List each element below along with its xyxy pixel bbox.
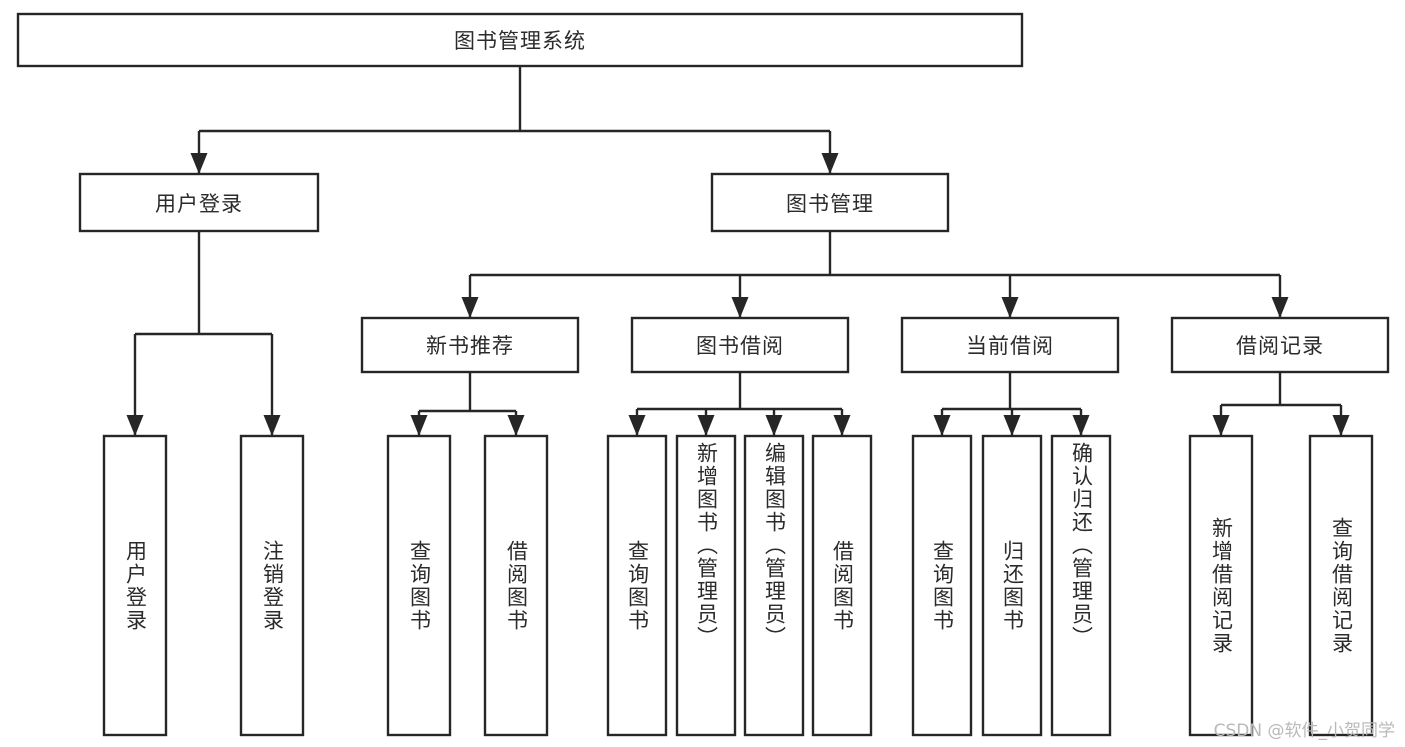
arrow-icon-new-book-recommend (461, 297, 479, 318)
node-box-leaf-edit-book-admin (743, 434, 805, 737)
connectors-layer (126, 66, 1350, 436)
arrow-icon-leaf-edit-book-admin (765, 415, 783, 436)
arrow-icon-borrow-record (1271, 297, 1289, 318)
arrow-icon-leaf-query-book-1 (410, 415, 428, 436)
arrow-icon-leaf-add-borrow-record (1212, 415, 1230, 436)
node-box-leaf-query-book-1 (386, 434, 452, 737)
arrow-icon-leaf-confirm-return-admin (1072, 415, 1090, 436)
arrow-icon-leaf-borrow-book-2 (833, 415, 851, 436)
node-box-new-book-recommend (360, 316, 580, 374)
node-box-leaf-query-book-3 (911, 434, 973, 737)
node-box-leaf-borrow-book-2 (811, 434, 873, 737)
arrow-icon-book-borrow (731, 297, 749, 318)
node-box-leaf-confirm-return-admin (1050, 434, 1112, 737)
arrow-icon-leaf-user-login (126, 415, 144, 436)
arrow-icon-book-management (821, 153, 839, 174)
arrow-icon-leaf-query-book-2 (628, 415, 646, 436)
node-box-book-management (710, 172, 950, 233)
arrow-icon-current-borrow (1001, 297, 1019, 318)
node-box-user-login (78, 172, 320, 233)
node-box-leaf-borrow-book-1 (483, 434, 549, 737)
arrow-icon-leaf-borrow-book-1 (507, 415, 525, 436)
arrow-icon-leaf-add-book-admin (697, 415, 715, 436)
arrow-icon-leaf-user-logout (263, 415, 281, 436)
arrow-icon-leaf-query-book-3 (933, 415, 951, 436)
node-box-root (16, 12, 1024, 68)
node-box-leaf-add-book-admin (675, 434, 737, 737)
node-box-leaf-query-borrow-record (1308, 434, 1374, 737)
node-box-book-borrow (630, 316, 850, 374)
arrow-icon-leaf-return-book (1003, 415, 1021, 436)
node-box-leaf-user-logout (239, 434, 305, 737)
node-box-borrow-record (1170, 316, 1390, 374)
node-box-leaf-user-login (102, 434, 168, 737)
arrow-icon-leaf-query-borrow-record (1332, 415, 1350, 436)
node-boxes-layer (16, 12, 1390, 737)
node-box-leaf-query-book-2 (606, 434, 668, 737)
node-box-leaf-return-book (981, 434, 1043, 737)
node-box-current-borrow (900, 316, 1120, 374)
arrow-icon-user-login (190, 153, 208, 174)
node-box-leaf-add-borrow-record (1188, 434, 1254, 737)
